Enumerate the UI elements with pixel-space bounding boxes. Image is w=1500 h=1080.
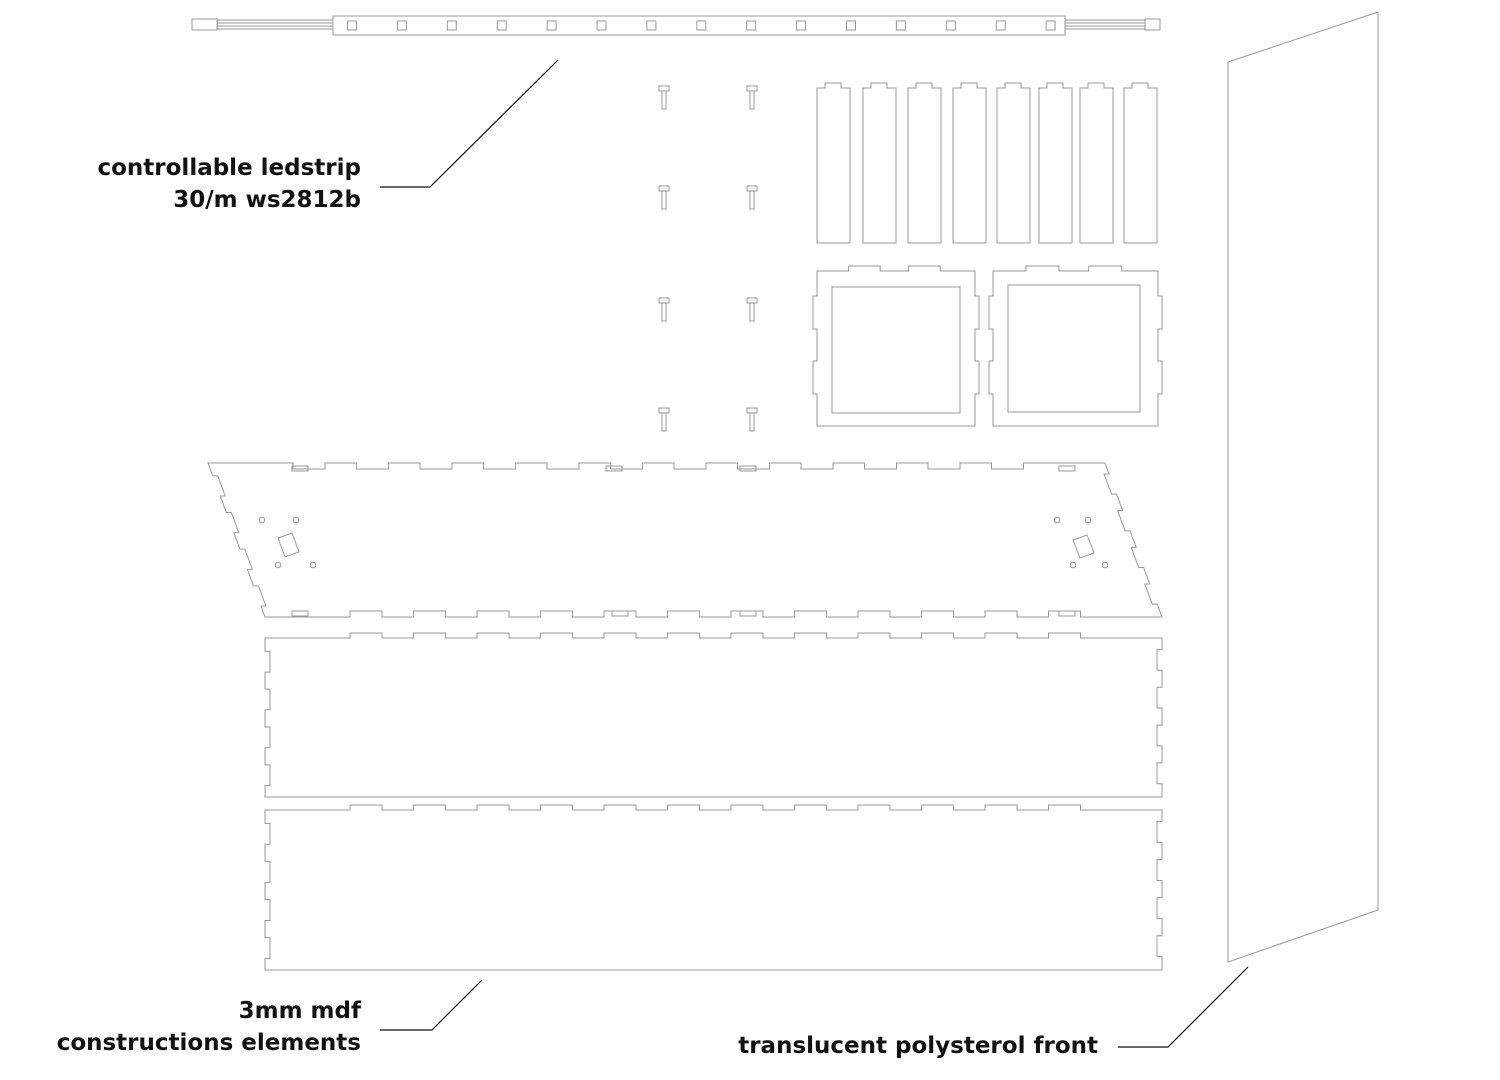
slanted-panel-outline <box>207 462 1163 618</box>
slot <box>291 610 309 617</box>
bolt-head <box>658 185 670 192</box>
screw-hole <box>258 516 266 524</box>
led-chip <box>696 20 707 31</box>
bolt <box>658 407 670 432</box>
frame-window <box>831 286 961 414</box>
screw-hole <box>292 516 300 524</box>
switch-cutout <box>277 532 300 558</box>
frames-group <box>812 265 1163 427</box>
led-chip <box>895 20 906 31</box>
side-strip <box>952 82 987 244</box>
bolt-shaft <box>661 302 667 322</box>
slot <box>291 465 309 472</box>
frame-outline <box>988 265 1163 427</box>
side-strip <box>996 82 1031 244</box>
mdf-panels-group <box>207 462 1163 971</box>
led-chip <box>846 20 856 31</box>
side-strip <box>1123 82 1158 244</box>
led-chip <box>446 20 457 31</box>
frame <box>812 265 980 427</box>
led-chip <box>396 20 407 31</box>
bolt-head <box>746 185 758 192</box>
panel-outline <box>264 632 1163 798</box>
bolt <box>746 185 758 210</box>
led-chip <box>347 20 357 31</box>
side-strip <box>1079 82 1114 244</box>
bolt-shaft <box>661 90 667 110</box>
side-strip <box>907 82 942 244</box>
front-label: translucent polysterol front <box>738 1033 1098 1059</box>
mdf-label-line2: constructions elements <box>56 1030 361 1056</box>
slot <box>1058 610 1076 617</box>
leader-line-ledstrip <box>380 59 559 188</box>
led-chip <box>796 20 807 31</box>
bolt-shaft <box>749 412 755 432</box>
bolt-shaft <box>749 190 755 210</box>
bolt <box>658 185 670 210</box>
bolt-head <box>658 85 670 92</box>
led-strip <box>191 15 1161 36</box>
bolt <box>746 407 758 432</box>
polystyrene-front-panel <box>1227 11 1379 963</box>
slanted-base-panel <box>207 462 1163 618</box>
bolts-group <box>658 85 758 432</box>
bolt-shaft <box>749 90 755 110</box>
side-panel-2 <box>264 804 1163 971</box>
bolt <box>658 297 670 322</box>
slot <box>611 610 629 617</box>
bolt-shaft <box>661 190 667 210</box>
led-chip <box>646 20 657 31</box>
frame <box>988 265 1163 427</box>
screw-hole <box>1084 516 1092 524</box>
bolt-shaft <box>749 302 755 322</box>
ledstrip-label: controllable ledstrip 30/m ws2812b <box>97 152 361 216</box>
bolt-shaft <box>661 412 667 432</box>
bolt-head <box>658 407 670 414</box>
slot <box>739 610 757 617</box>
led-chip <box>496 20 507 31</box>
frame-outline <box>812 265 980 427</box>
frame-window <box>1007 284 1141 413</box>
screw-hole <box>309 561 317 569</box>
leader-line-front <box>1118 966 1249 1048</box>
bolt-head <box>658 297 670 304</box>
ledstrip-label-line1: controllable ledstrip <box>97 155 361 181</box>
slot <box>739 465 757 472</box>
led-chip <box>546 20 557 31</box>
bolt <box>658 85 670 110</box>
panel-outline <box>264 804 1163 971</box>
screw-hole <box>1101 561 1109 569</box>
led-chip <box>746 20 757 31</box>
led-chip <box>1045 20 1056 31</box>
side-strip <box>862 82 897 244</box>
bolt-head <box>746 407 758 414</box>
screw-hole <box>274 561 282 569</box>
bolt-head <box>746 85 758 92</box>
connector-left <box>191 18 218 31</box>
switch-cutout <box>1072 534 1095 559</box>
side-strip <box>816 82 851 244</box>
connector-right <box>1144 18 1161 31</box>
side-panel-1 <box>264 632 1163 798</box>
led-chip <box>596 20 607 31</box>
bolt <box>746 297 758 322</box>
screw-hole <box>1069 561 1077 569</box>
side-strip <box>1038 82 1073 244</box>
bolt <box>746 85 758 110</box>
bolt-head <box>746 297 758 304</box>
slot <box>1058 465 1076 472</box>
ledstrip-label-line2: 30/m ws2812b <box>173 187 361 213</box>
side-strips-group <box>816 82 1158 244</box>
screw-hole <box>1053 516 1061 524</box>
led-chip <box>945 20 956 31</box>
slot <box>605 465 623 472</box>
strip-body <box>332 15 1066 36</box>
mdf-label: 3mm mdf constructions elements <box>57 995 361 1059</box>
led-chip <box>995 20 1006 31</box>
leader-line-mdf <box>380 979 483 1031</box>
mdf-label-line1: 3mm mdf <box>238 998 361 1024</box>
